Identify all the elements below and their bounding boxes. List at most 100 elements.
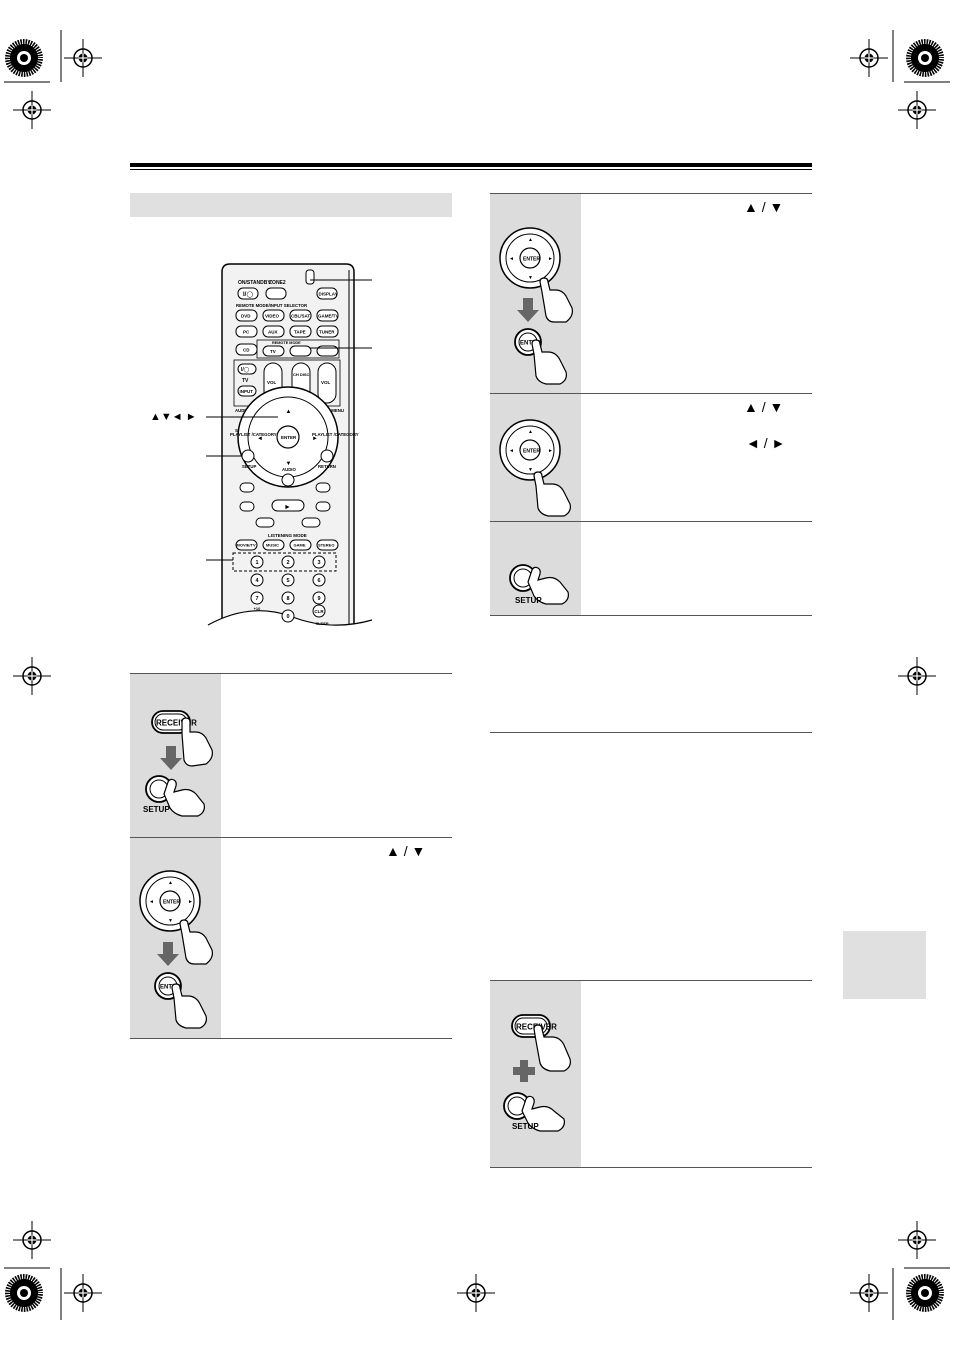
display-label: DISPLAY [319,292,338,297]
hand-pointer-icon [527,566,569,605]
hand-pointer-icon [533,1024,571,1072]
svg-text:◄: ◄ [149,899,154,905]
digit-2-button[interactable] [281,555,295,569]
setup-label: SETUP [515,596,542,605]
up-down-arrows: ▲ / ▼ [744,399,784,415]
tv-input-button[interactable] [237,385,257,397]
digit-3-button[interactable] [312,555,326,569]
tape-label: TAPE [294,330,306,335]
tv-input-label: INPUT [240,389,254,394]
ch-disc-label: CH DISC [293,372,310,377]
sleep-label: SLEEP [315,621,328,626]
clr-button[interactable] [312,604,326,618]
step-5: SETUP [490,521,812,616]
tv-power-button[interactable] [237,363,257,375]
tv-mode-button[interactable] [262,345,285,357]
svg-text:◄: ◄ [509,448,514,454]
music-button[interactable] [262,539,285,551]
step-2-illustration: ENTER ▲ ▼ ◄ ► ENTER [130,838,221,1038]
starburst-mark [5,39,43,77]
crosshair-mark [897,656,937,696]
pause-button[interactable] [255,517,275,528]
svg-text:I/◯: I/◯ [243,291,253,298]
tv-mode-label: TV [270,349,276,354]
enter-label: ENTER [163,900,180,906]
step-1-illustration: RECEIVER SETUP [130,674,221,838]
cbl-sat-button[interactable] [289,309,312,322]
svg-text:▼: ▼ [528,275,533,281]
pc-button[interactable] [235,325,258,338]
svg-text:▼: ▼ [528,467,533,473]
display-button[interactable] [316,287,338,300]
movie-tv-button[interactable] [235,539,258,551]
setup-button[interactable] [241,449,255,463]
crosshair-mark [12,1220,52,1260]
svg-text:▲: ▲ [168,880,173,886]
game-mode-button[interactable] [289,539,312,551]
crosshair-mark [849,1273,889,1313]
hand-pointer-icon [533,471,571,517]
digit-4-button[interactable] [250,573,264,587]
on-standby-label: ON/STANDBY [238,280,271,286]
aux-button[interactable] [262,325,285,338]
skip-forward-button[interactable] [315,482,331,493]
stop-button[interactable] [301,517,321,528]
stereo-button[interactable] [316,539,339,551]
down-arrow-icon [160,746,182,770]
playlist-left-label: PLAYLIST /CATEGORY [230,432,277,437]
zone2-button[interactable] [265,287,287,300]
audio-button[interactable] [281,473,295,487]
video-button[interactable] [262,309,285,322]
digit-9-button[interactable] [312,591,326,605]
digit-8-button[interactable] [281,591,295,605]
game-button[interactable] [316,309,339,322]
down-arrow-icon[interactable]: ▼ [286,461,292,467]
receiver-mode-button[interactable] [289,345,312,357]
return-button[interactable] [320,449,334,463]
digit-label: +10 [254,606,262,611]
right-arrow-icon[interactable]: ► [312,436,318,442]
crosshair-mark [12,90,52,130]
step-4: ENTER ▲ ▼ ◄ ► ▲ / ▼ ◄ / ► [490,393,812,522]
step-6-illustration: RECEIVER SETUP [490,981,581,1167]
pc-label: PC [243,330,250,335]
enter-label: ENTER [520,341,541,347]
volume-rocker[interactable] [317,362,337,404]
up-arrow-icon[interactable]: ▲ [286,409,292,415]
digit-0-button[interactable] [281,609,295,623]
fast-forward-button[interactable] [315,501,331,512]
step-4-illustration: ENTER ▲ ▼ ◄ ► [490,394,581,522]
section-heading-bar [130,193,452,217]
enter-label: ENTER [523,257,540,263]
power-button[interactable] [237,287,259,300]
hand-pointer-icon [539,277,573,323]
tuner-button[interactable] [316,325,339,338]
digit-5-button[interactable] [281,573,295,587]
cd-label: CD [243,348,250,353]
dvd-button[interactable] [235,309,258,322]
up-down-arrows: ▲ / ▼ [744,199,784,215]
step-6: RECEIVER SETUP [490,980,812,1168]
digit-label: 9 [317,596,320,602]
cbl-sat-label: CBL/SAT [291,314,310,319]
tv-vol-label: VOL [267,380,277,385]
play-button[interactable] [271,499,305,512]
remote-control-illustration: ON/STANDBY ZONE2 I/◯ DISPLAY REMOTE MODE… [206,263,373,645]
svg-text:▲: ▲ [528,237,533,243]
tape-button[interactable] [289,325,312,338]
left-arrow-icon[interactable]: ◄ [257,436,263,442]
skip-back-button[interactable] [239,482,255,493]
remote-mode-label: REMOTE MODE [272,341,301,345]
digit-7-button[interactable] [250,591,264,605]
step-1: RECEIVER SETUP [130,673,452,838]
arrow-buttons-callout: ▲▼◄ ► [150,411,197,423]
svg-text:▲: ▲ [528,429,533,435]
starburst-mark [906,39,944,77]
enter-button[interactable] [276,425,300,449]
vol-label: VOL [321,380,331,385]
rewind-button[interactable] [239,501,255,512]
digit-6-button[interactable] [312,573,326,587]
digit-1-button[interactable] [250,555,264,569]
svg-text:◄: ◄ [509,256,514,262]
game-label: GAME/TV [318,314,339,319]
